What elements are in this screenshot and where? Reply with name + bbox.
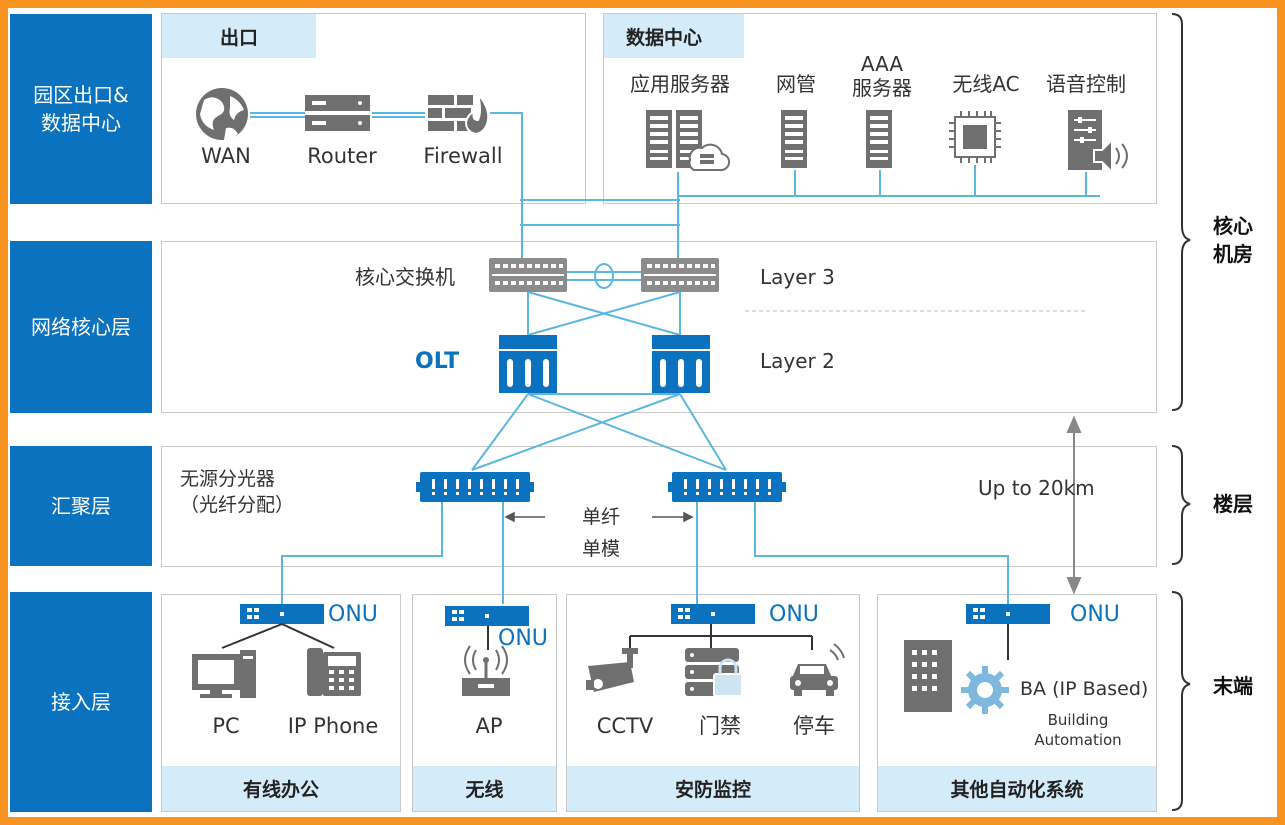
access-control-label: 门禁 [699, 714, 741, 738]
olt-label: OLT [415, 349, 460, 374]
footer-wired: 有线办公 [162, 766, 400, 811]
globe-icon [196, 88, 248, 140]
row-label-aggregation: 汇聚层 [10, 446, 152, 566]
exit-tag: 出口 [162, 14, 316, 58]
aaa-label: AAA 服务器 [852, 52, 912, 100]
row-label-core: 网络核心层 [10, 241, 152, 413]
fiber-label: 单纤 单模 [581, 506, 621, 560]
bracket-core-room [1171, 13, 1191, 411]
gear-icon [961, 666, 1009, 714]
onu-wireless-label: ONU [498, 626, 548, 651]
ap-icon [462, 645, 510, 696]
pc-label: PC [212, 714, 240, 738]
app-server-label: 应用服务器 [630, 72, 730, 96]
core-room-label: 核心 机房 [1213, 214, 1253, 266]
router-label: Router [307, 144, 377, 168]
onu-automation-label: ONU [1070, 602, 1120, 627]
layer3-label: Layer 3 [760, 265, 835, 289]
firewall-icon [428, 93, 490, 136]
router-icon [305, 95, 370, 131]
bracket-floor [1171, 445, 1191, 565]
row-label-access: 接入层 [10, 592, 152, 812]
nms-label: 网管 [776, 72, 816, 96]
chip-icon [949, 111, 1001, 163]
splitter1-onu1 [281, 502, 443, 604]
voice-control-label: 语音控制 [1046, 72, 1126, 96]
core-switch-label: 核心交换机 [355, 265, 455, 289]
floor-label: 楼层 [1213, 492, 1253, 516]
row-label-exit-dc: 园区出口& 数据中心 [10, 14, 152, 204]
aggregation-panel [161, 446, 1157, 567]
access-control-icon [685, 648, 743, 697]
ip-phone-label: IP Phone [287, 714, 379, 738]
cctv-label: CCTV [596, 714, 654, 738]
wireless-ac-label: 无线AC [952, 72, 1020, 96]
pc-icon [192, 650, 256, 698]
parking-label: 停车 [793, 714, 835, 738]
wan-label: WAN [201, 144, 251, 168]
footer-wireless: 无线 [413, 766, 556, 811]
voice-control-icon [1068, 110, 1128, 175]
ip-phone-icon [307, 648, 361, 696]
ap-label: AP [475, 714, 503, 738]
firewall-core-link [490, 112, 523, 262]
distance-arrow [1066, 415, 1082, 595]
splitter-label: 无源分光器 （光纤分配） [180, 468, 295, 516]
distance-label: Up to 20km [978, 476, 1095, 500]
app-server-icon [646, 110, 731, 172]
onu-wired-label: ONU [328, 602, 378, 627]
layer2-label: Layer 2 [760, 349, 835, 373]
ba-sub-label: Building Automation [1034, 711, 1122, 749]
fiber-arrows [504, 511, 694, 523]
splitter2-onu4 [754, 502, 1009, 604]
footer-security: 安防监控 [567, 766, 859, 811]
onu-security-label: ONU [769, 602, 819, 627]
building-icon [904, 640, 952, 712]
data-center-tag: 数据中心 [604, 14, 744, 58]
car-icon [790, 643, 845, 696]
cctv-icon [586, 648, 638, 692]
ba-label: BA (IP Based) [1020, 678, 1149, 700]
footer-automation: 其他自动化系统 [878, 766, 1156, 811]
firewall-label: Firewall [423, 144, 503, 168]
bracket-terminal [1171, 591, 1191, 811]
terminal-label: 末端 [1213, 674, 1253, 698]
